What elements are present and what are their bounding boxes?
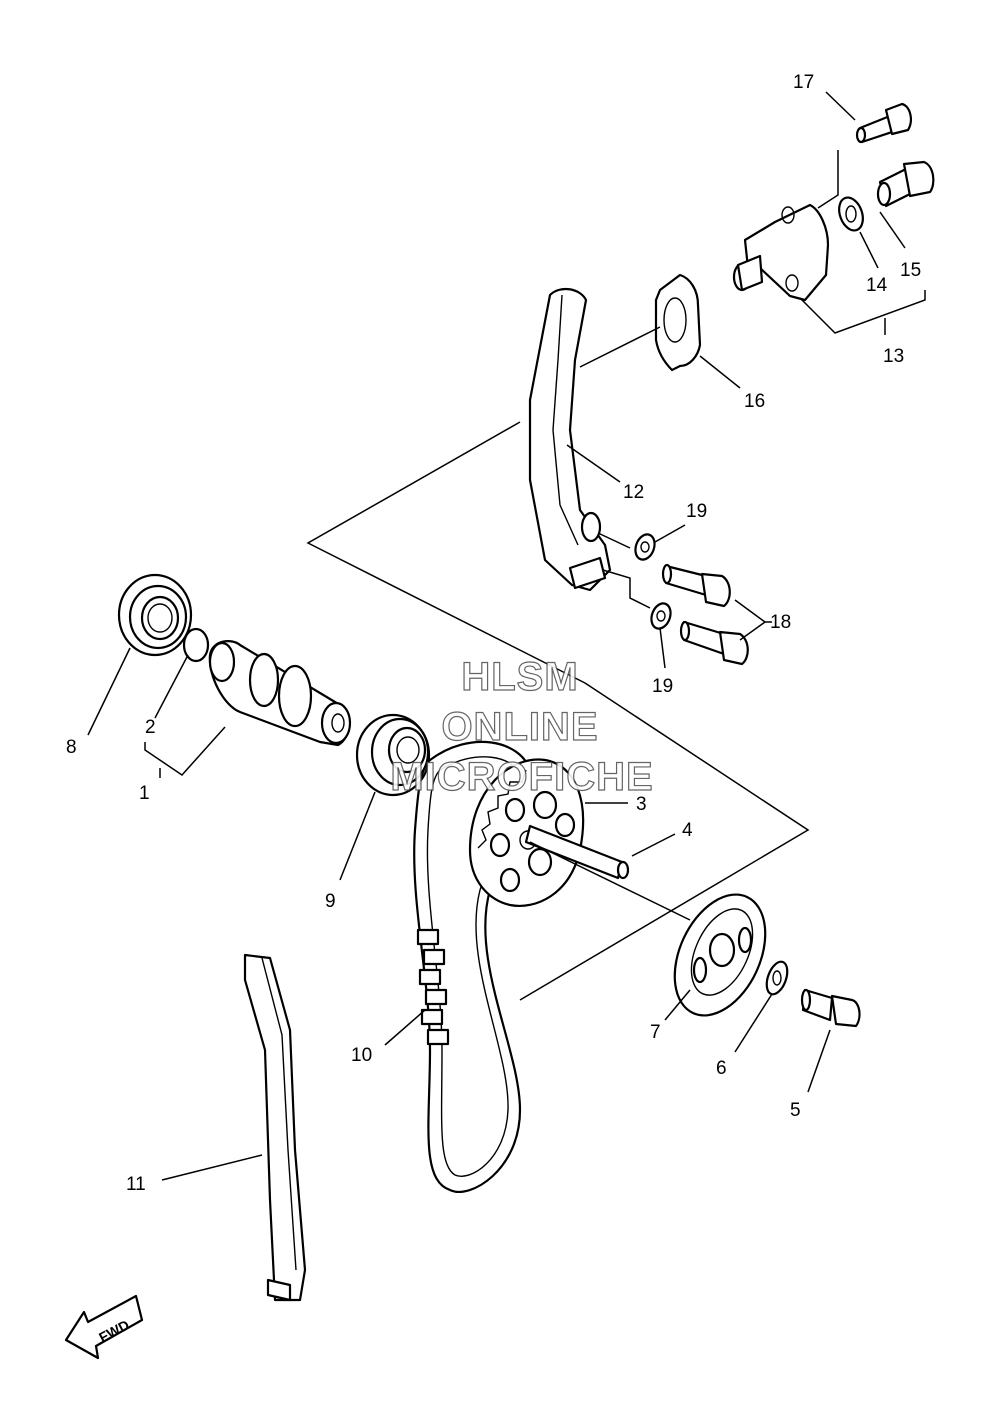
cam-sprocket-3[interactable] (468, 758, 585, 907)
callout-12: 12 (623, 482, 644, 503)
callout-4: 4 (682, 820, 693, 841)
callout-7: 7 (650, 1022, 661, 1043)
gasket-16[interactable] (654, 273, 702, 372)
washer-19-lower[interactable] (648, 601, 674, 632)
callout-6: 6 (716, 1058, 727, 1079)
bolt-18-lower[interactable] (679, 620, 749, 666)
callout-2: 2 (145, 717, 156, 738)
callout-13: 13 (883, 346, 904, 367)
callout-1: 1 (139, 783, 150, 804)
bearing-8[interactable] (117, 573, 193, 657)
dowel-pin-4[interactable] (524, 824, 630, 880)
plate-7[interactable] (657, 880, 784, 1030)
callout-19-lower: 19 (652, 676, 673, 697)
callout-10: 10 (351, 1045, 372, 1066)
tensioner-assembly-13[interactable] (732, 203, 830, 302)
callout-18: 18 (770, 612, 791, 633)
callout-15: 15 (900, 260, 921, 281)
callout-16: 16 (744, 391, 765, 412)
bolt-18-upper[interactable] (661, 563, 731, 608)
watermark-line-1: HLSM (461, 655, 578, 699)
callout-3: 3 (636, 794, 647, 815)
callout-9: 9 (325, 891, 336, 912)
callout-8: 8 (66, 737, 77, 758)
callout-17: 17 (793, 72, 814, 93)
bearing-9[interactable] (355, 713, 431, 797)
washer-6[interactable] (763, 959, 792, 997)
callout-14: 14 (866, 275, 888, 296)
o-ring-2[interactable] (182, 627, 210, 663)
watermark: HLSM ONLINE MICROFICHE (390, 654, 654, 799)
plug-bolt-15[interactable] (876, 160, 935, 208)
leader-lines (87, 91, 926, 1181)
bolt-5[interactable] (800, 988, 861, 1028)
washer-14[interactable] (835, 194, 867, 233)
pin-guide-line (529, 841, 691, 921)
assembly-frame-lines (306, 421, 810, 1001)
forward-direction-arrow: FWD (64, 1294, 144, 1360)
callout-11: 11 (126, 1174, 146, 1195)
watermark-line-3: MICROFICHE (390, 755, 653, 799)
camshaft-1[interactable] (208, 640, 352, 747)
bolt-17[interactable] (855, 102, 912, 144)
chain-guide-11[interactable] (243, 953, 307, 1302)
washer-19-upper[interactable] (632, 532, 658, 563)
watermark-line-2: ONLINE (441, 705, 598, 749)
callout-19-upper: 19 (686, 501, 707, 522)
callout-numbers: 17 15 14 13 16 12 19 18 19 8 2 1 9 3 4 7… (66, 72, 921, 1195)
callout-5: 5 (790, 1100, 801, 1121)
tensioner-guide-12[interactable] (528, 287, 612, 592)
